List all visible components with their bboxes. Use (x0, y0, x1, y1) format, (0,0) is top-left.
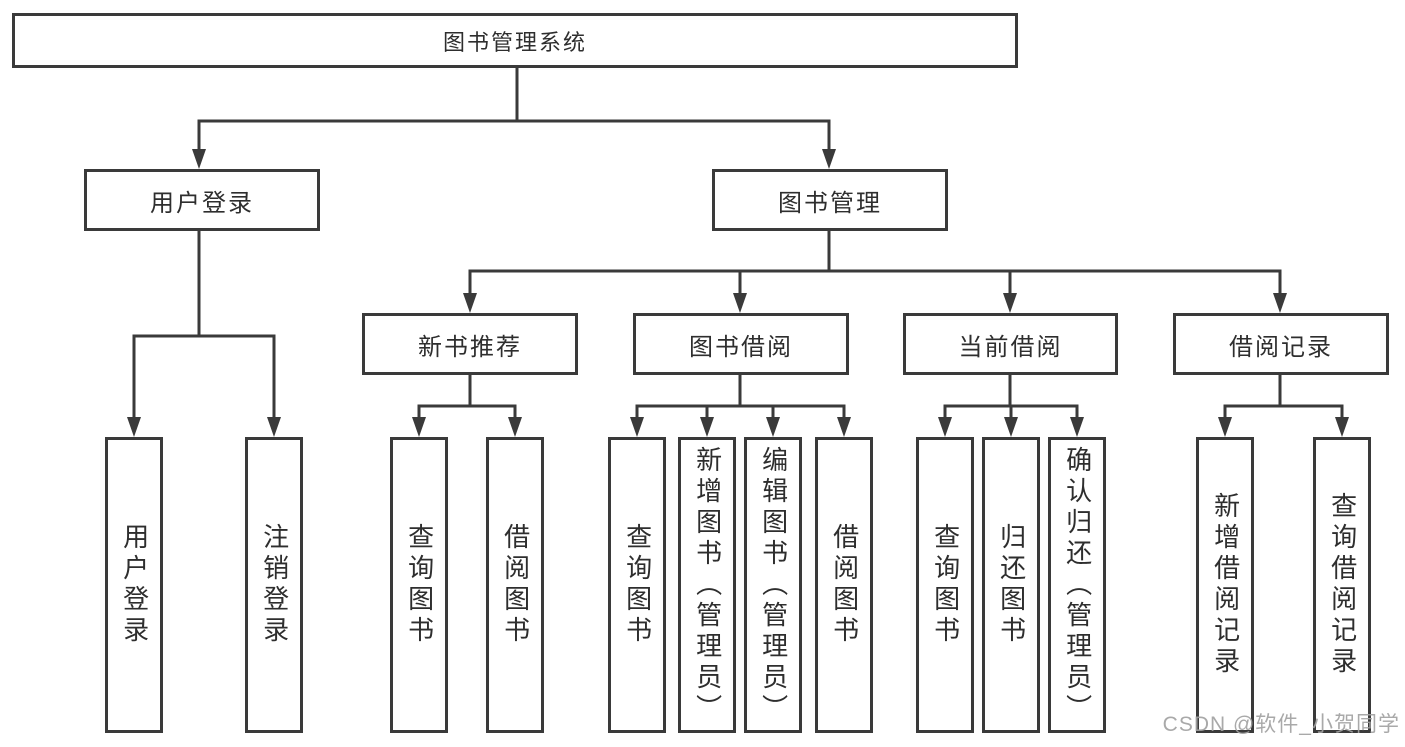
node-book-management-label: 图书管理 (778, 189, 882, 217)
node-user-login-label: 用户登录 (150, 189, 254, 217)
connector-book-borrowing-to-leaves (630, 375, 851, 437)
node-book-borrowing: 图书借阅 (633, 313, 849, 375)
node-new-book-recommend-label: 新书推荐 (418, 333, 522, 361)
leaf-borrow-books-label: 借阅图书 (829, 523, 860, 647)
leaf-add-books-admin: 新增图书（管理员） (678, 437, 736, 733)
leaf-query-borrow-record: 查询借阅记录 (1313, 437, 1371, 733)
node-current-borrowing: 当前借阅 (903, 313, 1118, 375)
leaf-confirm-return-admin: 确认归还（管理员） (1048, 437, 1106, 733)
leaf-query-books-borrowing: 查询图书 (608, 437, 666, 733)
node-book-management: 图书管理 (712, 169, 948, 231)
leaf-user-login-label: 用户登录 (119, 523, 150, 647)
node-user-login: 用户登录 (84, 169, 320, 231)
leaf-query-books-borrowing-label: 查询图书 (622, 523, 653, 647)
node-book-borrowing-label: 图书借阅 (689, 333, 793, 361)
node-root-label: 图书管理系统 (442, 29, 587, 55)
connector-borrowing-records-to-leaves (1218, 375, 1349, 437)
leaf-query-books-recommend: 查询图书 (390, 437, 448, 733)
node-current-borrowing-label: 当前借阅 (958, 333, 1063, 361)
leaf-borrow-books-recommend-label: 借阅图书 (500, 523, 531, 647)
leaf-query-books-recommend-label: 查询图书 (404, 523, 435, 647)
connector-root-to-level2 (192, 68, 836, 169)
leaf-add-borrow-record-label: 新增借阅记录 (1210, 492, 1241, 678)
leaf-edit-books-admin: 编辑图书（管理员） (744, 437, 802, 733)
leaf-user-login: 用户登录 (105, 437, 163, 733)
leaf-logout-label: 注销登录 (259, 523, 290, 647)
leaf-query-books-current: 查询图书 (916, 437, 974, 733)
leaf-return-books-label: 归还图书 (996, 523, 1027, 647)
leaf-query-borrow-record-label: 查询借阅记录 (1327, 492, 1358, 678)
leaf-add-borrow-record: 新增借阅记录 (1196, 437, 1254, 733)
leaf-return-books: 归还图书 (982, 437, 1040, 733)
node-borrowing-records-label: 借阅记录 (1229, 333, 1333, 361)
node-borrowing-records: 借阅记录 (1173, 313, 1389, 375)
connector-current-borrowing-to-leaves (938, 375, 1084, 437)
csdn-watermark: CSDN @软件_小贺同学 (1162, 713, 1400, 736)
node-root: 图书管理系统 (12, 13, 1018, 68)
leaf-add-books-admin-label: 新增图书（管理员） (692, 445, 723, 725)
leaf-logout: 注销登录 (245, 437, 303, 733)
leaf-edit-books-admin-label: 编辑图书（管理员） (758, 445, 789, 725)
node-new-book-recommend: 新书推荐 (362, 313, 578, 375)
leaf-borrow-books-recommend: 借阅图书 (486, 437, 544, 733)
leaf-borrow-books: 借阅图书 (815, 437, 873, 733)
connector-new-book-recommend-to-leaves (412, 375, 522, 437)
leaf-confirm-return-admin-label: 确认归还（管理员） (1062, 445, 1093, 725)
connector-user-login-to-leaves (127, 231, 281, 437)
connector-book-management-to-level3 (463, 231, 1287, 313)
leaf-query-books-current-label: 查询图书 (930, 523, 961, 647)
